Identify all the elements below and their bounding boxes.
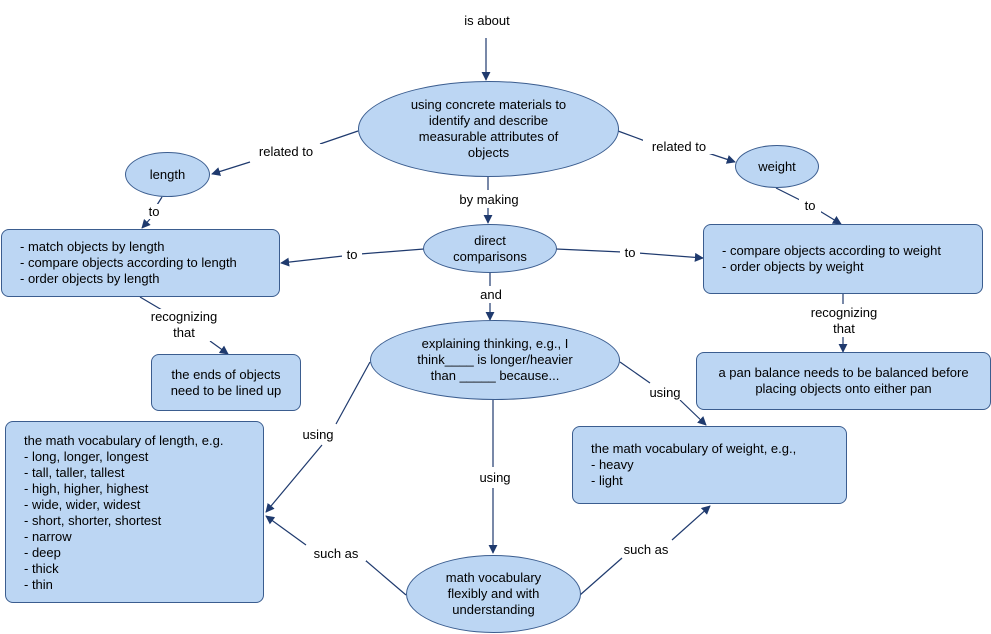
length-vocab-line: - narrow: [24, 529, 72, 544]
weight-text: weight: [758, 158, 796, 174]
length-vocab-line: - deep: [24, 545, 61, 560]
weight-node: weight: [735, 145, 819, 188]
length-vocab-line: - short, shorter, shortest: [24, 513, 162, 528]
length-tasks-node: - match objects by length - compare obje…: [1, 229, 280, 297]
connector-related-left-b: [211, 161, 251, 176]
link-label-to-left: to: [342, 247, 362, 262]
connector-to-left-b: [280, 255, 344, 267]
length-vocab-line: - wide, wider, widest: [24, 497, 141, 512]
main-topic-node: using concrete materials to identify and…: [358, 81, 619, 177]
connector-related-right-a: [617, 130, 646, 142]
connector-to-weight-a: [775, 187, 801, 201]
math-vocabulary-node: math vocabulary flexibly and with unders…: [406, 555, 581, 633]
length-task-line: - order objects by length: [20, 271, 160, 286]
length-vocab-line: - thin: [24, 577, 53, 592]
connector-related-left-a: [319, 130, 359, 145]
connector-recognizing-left-a: [139, 296, 163, 311]
link-label-such-as-right: such as: [616, 542, 676, 557]
connector-to-right-b: [637, 252, 704, 262]
weight-task-line: - order objects by weight: [722, 259, 864, 274]
explaining-thinking-text: explaining thinking, e.g., I think____ i…: [417, 336, 573, 383]
connector-such-as-right-a: [579, 557, 623, 596]
length-vocab-line: the math vocabulary of length, e.g.: [24, 433, 224, 448]
link-label-by-making: by making: [452, 192, 526, 207]
connector-using-right-a: [619, 361, 651, 384]
pan-balance-text: a pan balance needs to be balanced befor…: [718, 365, 969, 396]
direct-comparisons-text: direct comparisons: [453, 232, 527, 264]
direct-comparisons-node: direct comparisons: [423, 224, 557, 273]
weight-vocab-line: - light: [591, 473, 623, 488]
length-vocabulary-node: the math vocabulary of length, e.g. - lo…: [5, 421, 264, 603]
link-label-using-middle: using: [474, 470, 516, 485]
math-vocabulary-text: math vocabulary flexibly and with unders…: [445, 570, 542, 617]
link-label-related-to-left: related to: [250, 144, 322, 159]
connector-to-length-b: [141, 218, 151, 229]
weight-vocab-line: the math vocabulary of weight, e.g.,: [591, 441, 797, 456]
ends-lined-up-node: the ends of objects need to be lined up: [151, 354, 301, 411]
weight-tasks-node: - compare objects according to weight - …: [703, 224, 983, 294]
connector-such-as-left-a: [364, 559, 407, 596]
length-text: length: [149, 166, 186, 182]
connector-using-left-a: [335, 361, 371, 425]
link-label-to-weight: to: [799, 198, 821, 213]
length-vocab-line: - thick: [24, 561, 59, 576]
connector-recognizing-left-b: [209, 340, 229, 355]
connector-to-left-a: [359, 248, 425, 255]
link-label-recognizing-right: recognizing that: [802, 305, 886, 337]
link-label-to-right: to: [620, 245, 640, 260]
ends-lined-up-text: the ends of objects need to be lined up: [170, 366, 282, 398]
link-label-recognizing-left: recognizing that: [143, 309, 225, 341]
link-label-using-left: using: [296, 427, 340, 442]
connector-to-right-a: [555, 248, 623, 253]
weight-task-line: - compare objects according to weight: [722, 243, 941, 258]
length-vocab-line: - high, higher, highest: [24, 481, 149, 496]
length-task-line: - match objects by length: [20, 239, 165, 254]
link-label-is-about: is about: [455, 13, 519, 28]
link-label-such-as-left: such as: [306, 546, 366, 561]
connector-to-length-a: [156, 196, 163, 206]
link-label-to-length: to: [144, 204, 164, 219]
connector-such-as-left-b: [265, 515, 307, 546]
connector-such-as-right-b: [671, 505, 711, 541]
link-label-and: and: [474, 287, 508, 302]
length-node: length: [125, 152, 210, 197]
length-vocab-line: - long, longer, longest: [24, 449, 149, 464]
connector-to-weight-b: [817, 209, 842, 225]
weight-vocabulary-node: the math vocabulary of weight, e.g., - h…: [572, 426, 847, 504]
main-topic-text: using concrete materials to identify and…: [410, 97, 567, 160]
link-label-using-right: using: [644, 385, 686, 400]
explaining-thinking-node: explaining thinking, e.g., I think____ i…: [370, 320, 620, 400]
weight-vocab-line: - heavy: [591, 457, 634, 472]
length-task-line: - compare objects according to length: [20, 255, 237, 270]
length-vocab-line: - tall, taller, tallest: [24, 465, 125, 480]
connector-using-right-b: [679, 399, 707, 426]
link-label-related-to-right: related to: [643, 139, 715, 154]
pan-balance-node: a pan balance needs to be balanced befor…: [696, 352, 991, 410]
connector-using-left-b: [265, 444, 323, 513]
